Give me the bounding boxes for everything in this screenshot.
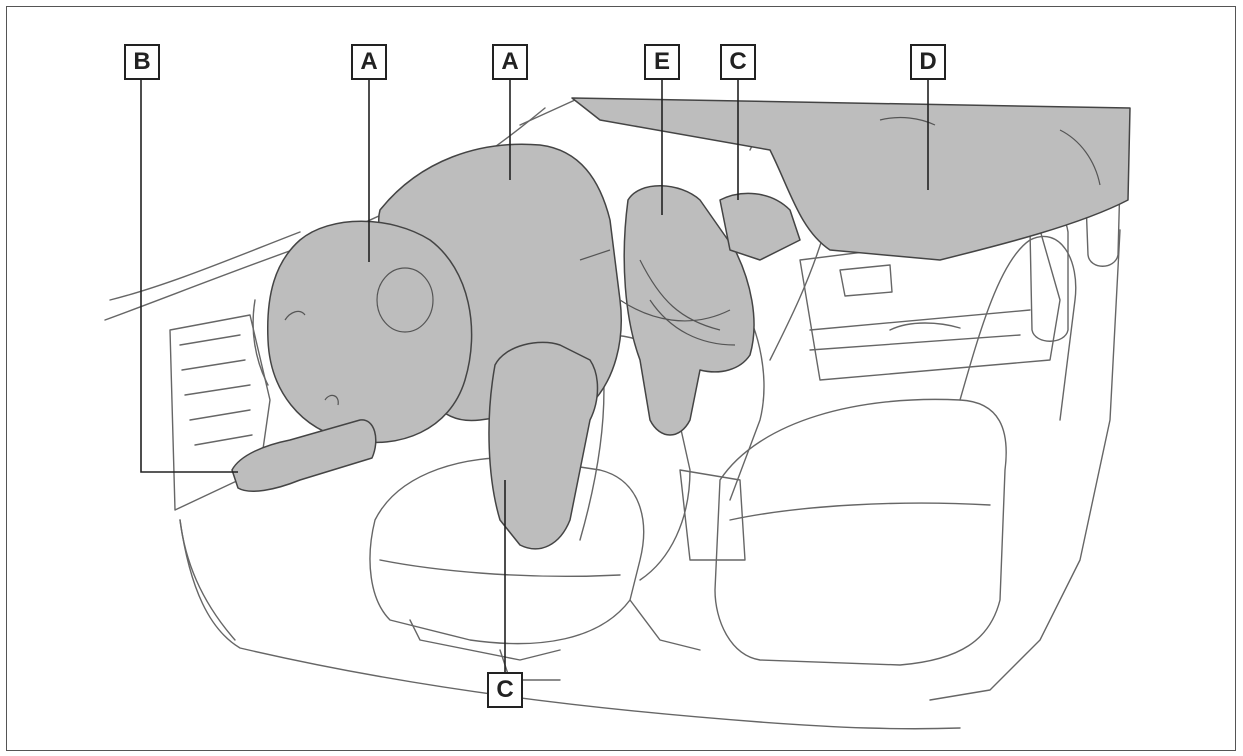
airbags	[231, 97, 1131, 550]
front-airbag-a-driver	[266, 220, 473, 444]
knee-airbag-b	[231, 419, 377, 493]
callout-e: E	[644, 44, 680, 80]
callout-c-rear: C	[720, 44, 756, 80]
callout-a-driver: A	[351, 44, 387, 80]
leader-b	[140, 80, 238, 473]
airbag-e	[623, 185, 755, 436]
callout-c-front: C	[487, 672, 523, 708]
leader-lines	[140, 80, 929, 672]
callout-a-passenger: A	[492, 44, 528, 80]
callout-b: B	[124, 44, 160, 80]
callout-d: D	[910, 44, 946, 80]
airbag-detail-lines	[284, 116, 1101, 406]
side-airbag-c-front	[488, 341, 599, 550]
side-airbag-c-rear	[719, 192, 801, 261]
curtain-shield-airbag-d	[571, 97, 1131, 261]
